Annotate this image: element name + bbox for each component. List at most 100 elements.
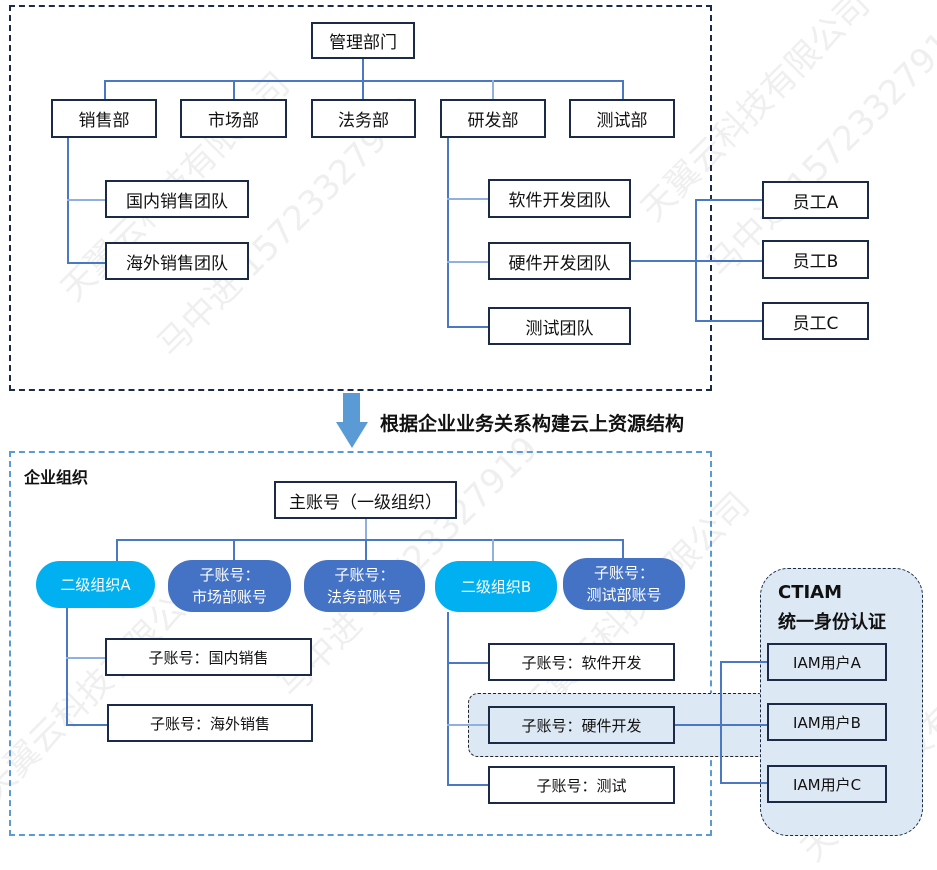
connector	[66, 608, 68, 725]
connector	[362, 58, 364, 80]
box-label: 软件开发团队	[508, 191, 611, 211]
connector	[116, 539, 118, 561]
domestic-sales-account-box: 子账号：国内销售	[105, 638, 312, 676]
connector	[492, 539, 494, 561]
pill-label: 子账号：	[593, 564, 654, 582]
team-overseas-sales-box: 海外销售团队	[105, 242, 249, 280]
org-a-pill: 二级组织A	[36, 561, 155, 608]
box-label: IAM用户B	[793, 713, 861, 732]
dept-legal-box: 法务部	[311, 99, 416, 138]
box-label: 法务部	[338, 111, 389, 131]
connector	[447, 198, 489, 200]
connector	[104, 80, 623, 82]
section-label: 企业组织	[24, 468, 89, 487]
connector	[622, 80, 624, 99]
dept-marketing-box: 市场部	[180, 99, 287, 138]
pill-label: 二级组织B	[460, 577, 532, 596]
connector	[622, 539, 624, 560]
box-label: 市场部	[208, 111, 259, 131]
connector	[695, 320, 763, 322]
box-label: 子账号：国内销售	[148, 648, 269, 667]
down-arrow-head-icon	[336, 422, 368, 448]
connector	[447, 326, 489, 328]
ctiam-title-line2: 统一身份认证	[778, 612, 886, 633]
connector	[492, 80, 494, 99]
employee-a-box: 员工A	[762, 181, 869, 219]
connector	[720, 782, 768, 784]
legal-account-pill: 子账号： 法务部账号	[304, 560, 425, 612]
box-label: 主账号（一级组织）	[289, 492, 442, 513]
software-account-box: 子账号：软件开发	[488, 643, 675, 681]
management-dept-box: 管理部门	[311, 22, 415, 59]
team-software-box: 软件开发团队	[488, 179, 631, 218]
pill-label: 子账号：	[334, 566, 395, 584]
dept-sales-box: 销售部	[51, 99, 157, 138]
box-label: 子账号：海外销售	[149, 714, 270, 733]
connector	[67, 262, 106, 264]
employee-c-box: 员工C	[762, 302, 869, 340]
pill-label: 市场部账号	[191, 588, 267, 606]
connector	[66, 657, 106, 659]
hardware-account-box: 子账号：硬件开发	[488, 706, 675, 744]
org-b-pill: 二级组织B	[435, 561, 557, 612]
connector	[695, 199, 763, 201]
box-label: 国内销售团队	[126, 191, 228, 212]
pill-label: 二级组织A	[60, 575, 131, 594]
main-account-box: 主账号（一级组织）	[274, 481, 457, 519]
box-label: 研发部	[467, 111, 519, 131]
box-label: IAM用户A	[793, 653, 861, 672]
testing-account-pill: 子账号： 测试部账号	[563, 558, 685, 610]
box-label: IAM用户C	[792, 775, 862, 794]
connector	[66, 724, 107, 726]
box-label: 子账号：硬件开发	[521, 716, 642, 735]
connector	[233, 80, 235, 99]
box-label: 子账号：测试	[536, 776, 627, 795]
connector	[447, 261, 489, 263]
iam-user-b-box: IAM用户B	[767, 703, 887, 741]
down-arrow-icon	[343, 393, 360, 423]
connector	[67, 199, 106, 201]
cloud-org-region	[9, 451, 712, 836]
box-label: 测试团队	[525, 318, 594, 339]
transition-label: 根据企业业务关系构建云上资源结构	[380, 413, 685, 435]
connector	[447, 724, 489, 726]
box-label: 销售部	[78, 111, 130, 131]
employee-b-box: 员工B	[762, 240, 869, 279]
box-label: 员工B	[792, 252, 839, 272]
iam-user-c-box: IAM用户C	[767, 765, 887, 803]
box-label: 测试部	[596, 111, 648, 131]
iam-user-a-box: IAM用户A	[767, 643, 887, 681]
ctiam-title: CTIAM 统一身份认证	[778, 578, 886, 638]
connector	[720, 661, 768, 663]
box-label: 员工A	[792, 192, 839, 213]
dept-rd-box: 研发部	[440, 99, 546, 138]
team-hardware-box: 硬件开发团队	[488, 242, 631, 280]
box-label: 硬件开发团队	[508, 253, 611, 274]
connector	[362, 80, 364, 99]
box-label: 子账号：软件开发	[521, 653, 642, 672]
connector	[447, 662, 489, 664]
team-testing-box: 测试团队	[488, 307, 631, 345]
ctiam-title-line1: CTIAM	[778, 582, 843, 603]
connector	[447, 612, 449, 785]
connector	[116, 539, 623, 541]
pill-label: 测试部账号	[586, 586, 662, 604]
connector	[104, 80, 106, 99]
box-label: 员工C	[792, 313, 839, 334]
connector	[233, 539, 235, 560]
connector	[695, 199, 697, 322]
box-label: 管理部门	[329, 33, 397, 53]
team-domestic-sales-box: 国内销售团队	[105, 180, 249, 218]
enterprise-org-region	[9, 5, 712, 391]
connector	[365, 539, 367, 560]
connector	[447, 784, 489, 786]
overseas-sales-account-box: 子账号：海外销售	[107, 704, 313, 742]
box-label: 海外销售团队	[126, 253, 228, 274]
connector	[365, 519, 367, 539]
testing-account-box: 子账号：测试	[488, 766, 675, 804]
pill-label: 子账号：	[199, 566, 260, 584]
pill-label: 法务部账号	[326, 588, 402, 606]
connector	[447, 138, 449, 327]
dept-testing-box: 测试部	[569, 99, 675, 138]
marketing-account-pill: 子账号： 市场部账号	[168, 560, 291, 612]
